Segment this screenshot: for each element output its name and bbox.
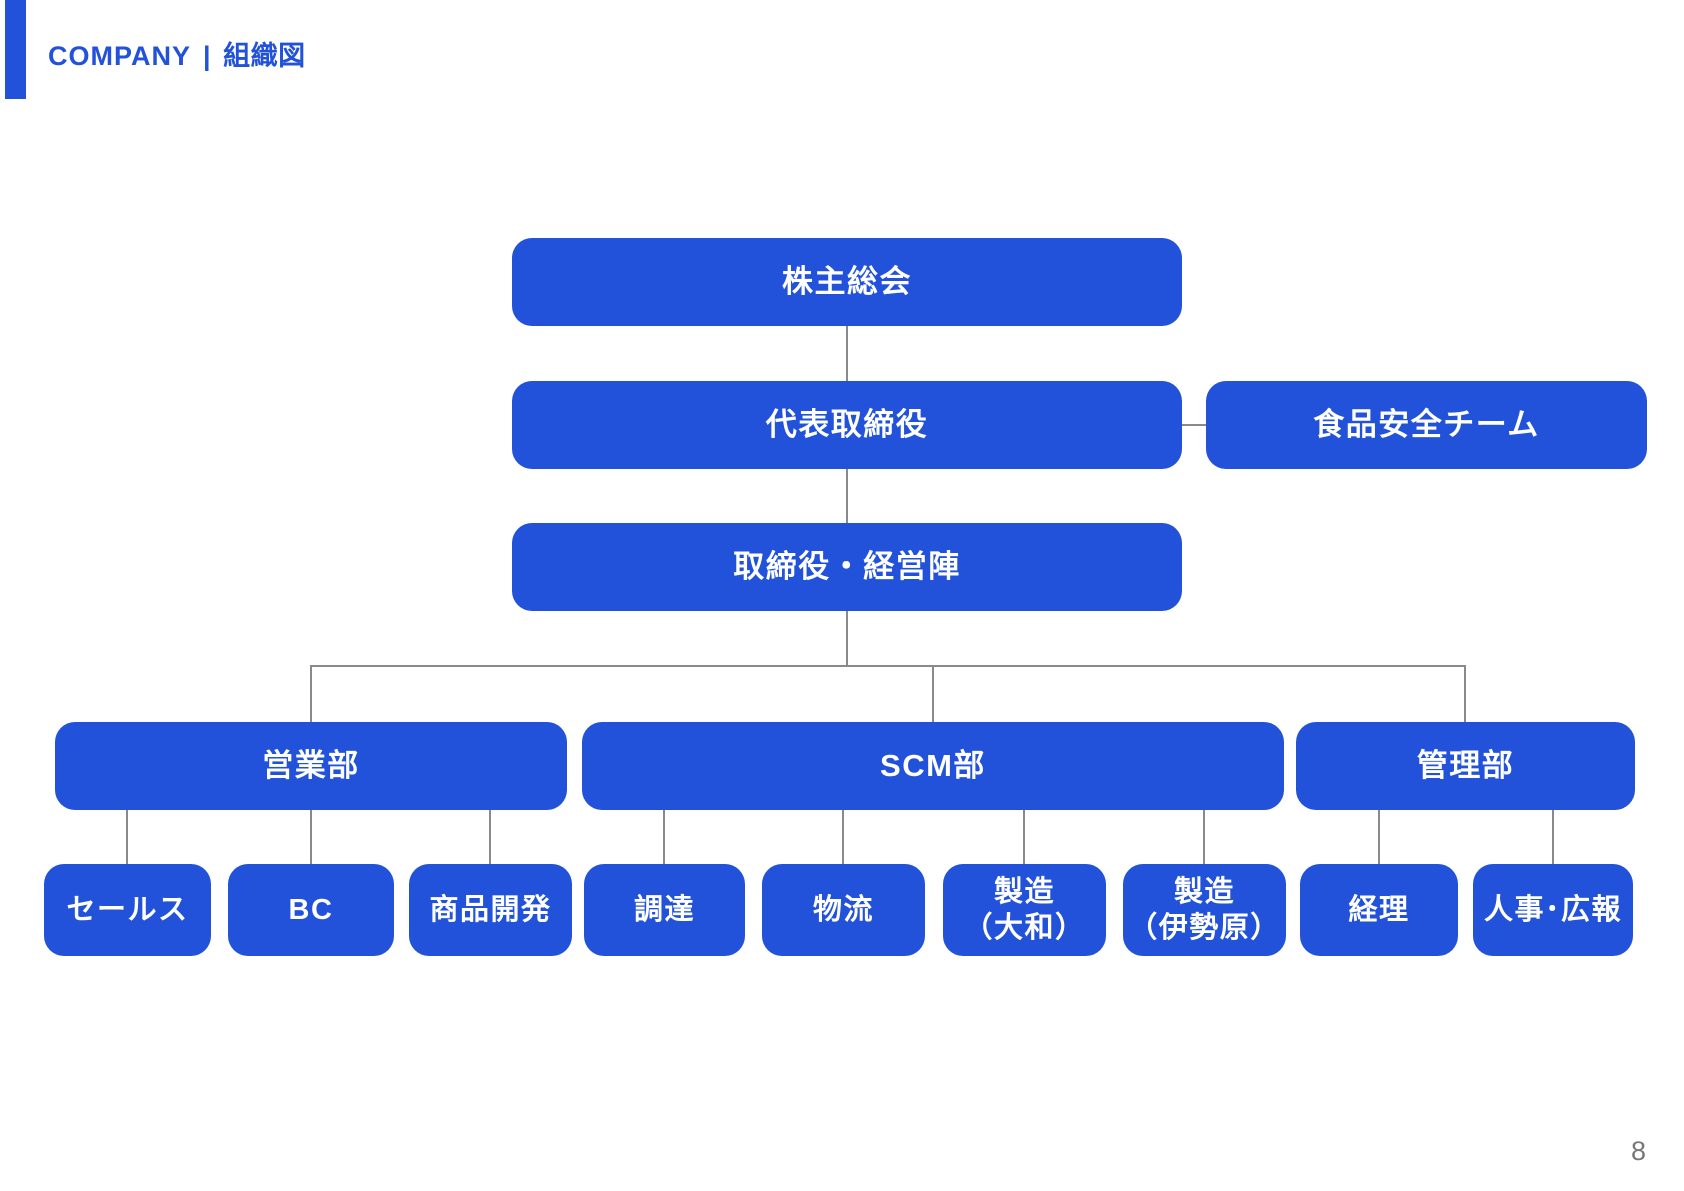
connector-drop-sales xyxy=(126,810,128,864)
connector-drop-procurement xyxy=(663,810,665,864)
header-section-title: 組織図 xyxy=(223,41,306,71)
org-node-accounting: 経理 xyxy=(1300,864,1458,956)
org-node-food-safety: 食品安全チーム xyxy=(1206,381,1647,469)
connector-drop-accounting xyxy=(1378,810,1380,864)
org-node-procurement: 調達 xyxy=(584,864,745,956)
connector-drop-logistics xyxy=(842,810,844,864)
org-node-product-dev: 商品開発 xyxy=(409,864,572,956)
org-node-sales-dept: 営業部 xyxy=(55,722,567,810)
org-node-logistics: 物流 xyxy=(762,864,925,956)
org-node-sales: セールス xyxy=(44,864,211,956)
org-node-hr-pr: 人事･広報 xyxy=(1473,864,1633,956)
org-node-mfg-isehara: 製造（伊勢原） xyxy=(1123,864,1286,956)
connector-drop-mfg-yamato xyxy=(1023,810,1025,864)
org-node-mfg-yamato: 製造（大和） xyxy=(943,864,1106,956)
connector-drop-sales-dept xyxy=(310,665,312,722)
page-number: 8 xyxy=(1630,1136,1646,1166)
connector-drop-hr-pr xyxy=(1552,810,1554,864)
org-node-board: 取締役・経営陣 xyxy=(512,523,1182,611)
org-node-shareholders: 株主総会 xyxy=(512,238,1182,326)
org-node-admin-dept: 管理部 xyxy=(1296,722,1635,810)
connector-shareholders-ceo xyxy=(846,326,848,381)
connector-drop-bc xyxy=(310,810,312,864)
header-accent-bar xyxy=(5,0,26,99)
connector-ceo-board xyxy=(846,468,848,523)
connector-drop-product-dev xyxy=(489,810,491,864)
header-brand: COMPANY xyxy=(48,41,192,71)
connector-drop-scm-dept xyxy=(932,665,934,722)
org-node-ceo: 代表取締役 xyxy=(512,381,1182,469)
connector-ceo-foodsafety xyxy=(1182,424,1206,426)
org-node-bc: BC xyxy=(228,864,394,956)
connector-drop-mfg-isehara xyxy=(1203,810,1205,864)
connector-dept-horizontal xyxy=(310,665,1466,667)
connector-board-spine xyxy=(846,611,848,666)
header-separator: | xyxy=(203,41,212,71)
connector-drop-admin-dept xyxy=(1464,665,1466,722)
page-title: COMPANY | 組織図 xyxy=(48,34,306,73)
org-node-scm-dept: SCM部 xyxy=(582,722,1284,810)
